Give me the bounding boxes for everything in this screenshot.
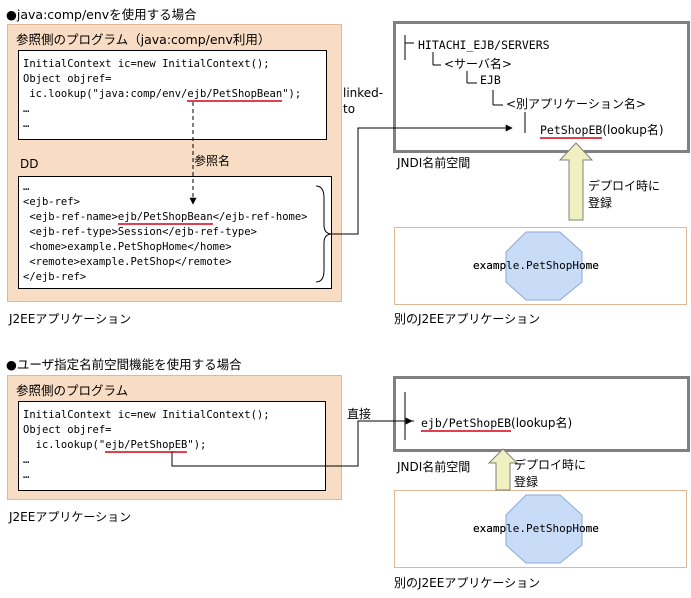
- section1-heading: ●java:comp/envを使用する場合: [6, 7, 197, 22]
- code-line-1: InitialContext ic=new InitialContext();: [23, 409, 270, 421]
- jndi-app-name: <別アプリケーション名>: [506, 97, 646, 111]
- jndi-leaf-2: ejb/PetShopEB(lookup名): [421, 414, 573, 432]
- direct-arrow: [171, 417, 413, 467]
- octagon-bean-2: [505, 494, 583, 564]
- code-line-2: Object objref=: [23, 424, 112, 436]
- dd-remote: <remote>example.PetShop</remote>: [23, 256, 232, 268]
- home-name-overlay-2: example.PetShopHome: [473, 522, 599, 535]
- ref-name-label: 参照名: [194, 154, 231, 168]
- lookup-call-1: ic.lookup("java:comp/env/ejb/PetShopBean…: [23, 87, 301, 102]
- caller-code-box-2: InitialContext ic=new InitialContext(); …: [18, 401, 326, 491]
- jndi-leaf-suffix-1: (lookup名): [602, 123, 664, 137]
- dd-ejb-ref-open: <ejb-ref>: [23, 196, 80, 208]
- caller-app-box-2: 参照側のプログラム InitialContext ic=new InitialC…: [7, 375, 342, 500]
- ellipsis: …: [23, 118, 30, 130]
- ellipsis: …: [23, 103, 30, 115]
- jndi-namespace-box-2: ejb/PetShopEB(lookup名): [393, 376, 690, 452]
- dd-name-value: ejb/PetShopBean: [117, 211, 213, 225]
- home-name-overlay-1: example.PetShopHome: [473, 259, 599, 272]
- ellipsis: …: [23, 469, 30, 481]
- code-line-2: Object objref=: [23, 73, 112, 85]
- deploy-arrow-2: [487, 448, 519, 491]
- j2ee-app-label-2: J2EEアプリケーション: [9, 510, 132, 524]
- lookup-call-2: ic.lookup("ejb/PetShopEB");: [23, 438, 206, 453]
- section2-heading: ●ユーザ指定名前空間機能を使用する場合: [6, 357, 242, 372]
- jndi-leaf-1: PetShopEB(lookup名): [540, 121, 664, 139]
- dd-label: DD: [20, 157, 39, 171]
- j2ee-app-label-1: J2EEアプリケーション: [9, 312, 132, 326]
- lookup-prefix: ic.lookup(": [23, 439, 106, 451]
- caller-app-box-1: 参照側のプログラム（java:comp/env利用） InitialContex…: [7, 24, 342, 302]
- jndi-tree-lines-2: [404, 392, 414, 440]
- lookup-prefix: ic.lookup("java:comp/env/: [23, 88, 188, 100]
- jndi-label-1: JNDI名前空間: [397, 156, 471, 170]
- direct-label: 直接: [347, 407, 372, 421]
- dd-box: … <ejb-ref> <ejb-ref-name>ejb/PetShopBea…: [18, 176, 332, 289]
- dd-ejb-ref-close: </ejb-ref>: [23, 271, 87, 283]
- dd-ejb-ref-type: <ejb-ref-type>Session</ejb-ref-type>: [23, 226, 257, 238]
- deploy-label-1: デプロイ時に 登録: [588, 179, 661, 210]
- jndi-leaf-name-1: PetShopEB: [540, 123, 603, 139]
- lookup-target-1: ejb/PetShopBean: [187, 88, 283, 102]
- jndi-ejb: EJB: [480, 73, 501, 87]
- jndi-leaf-name-2: ejb/PetShopEB: [421, 416, 512, 432]
- jndi-namespace-box-1: HITACHI_EJB/SERVERS <サーバ名> EJB <別アプリケーショ…: [393, 21, 690, 153]
- dd-home: <home>example.PetShopHome</home>: [23, 241, 232, 253]
- ellipsis: …: [23, 454, 30, 466]
- lookup-target-2: ejb/PetShopEB: [105, 439, 188, 453]
- linked-to-label: linked- to: [343, 86, 384, 116]
- deploy-label-2: デプロイ時に 登録: [514, 458, 587, 489]
- jndi-root: HITACHI_EJB/SERVERS: [418, 38, 550, 52]
- dd-curly-brace: [315, 185, 333, 283]
- jndi-leaf-suffix-2: (lookup名): [511, 416, 573, 430]
- dd-name-suffix: </ejb-ref-home>: [212, 211, 308, 223]
- code-line-1: InitialContext ic=new InitialContext();: [23, 58, 270, 70]
- lookup-suffix: ");: [187, 439, 207, 451]
- jndi-server: <サーバ名>: [444, 57, 512, 71]
- dd-ejb-ref-name: <ejb-ref-name>ejb/PetShopBean</ejb-ref-h…: [23, 210, 307, 225]
- octagon-bean-1: [505, 231, 583, 301]
- linked-to-arrow: [332, 124, 513, 235]
- caller-code-box-1: InitialContext ic=new InitialContext(); …: [18, 50, 327, 140]
- lookup-suffix: ");: [282, 88, 302, 100]
- jndi-label-2: JNDI名前空間: [397, 460, 471, 474]
- jndi-tree-lines: [404, 35, 526, 133]
- caller-program-title-2: 参照側のプログラム: [16, 383, 129, 398]
- deploy-arrow-1: [558, 142, 594, 221]
- dd-name-prefix: <ejb-ref-name>: [23, 211, 118, 223]
- other-app-label-1: 別のJ2EEアプリケーション: [394, 312, 541, 326]
- other-app-label-2: 別のJ2EEアプリケーション: [394, 576, 541, 590]
- caller-program-title-1: 参照側のプログラム（java:comp/env利用）: [16, 32, 271, 47]
- ellipsis: …: [23, 181, 30, 193]
